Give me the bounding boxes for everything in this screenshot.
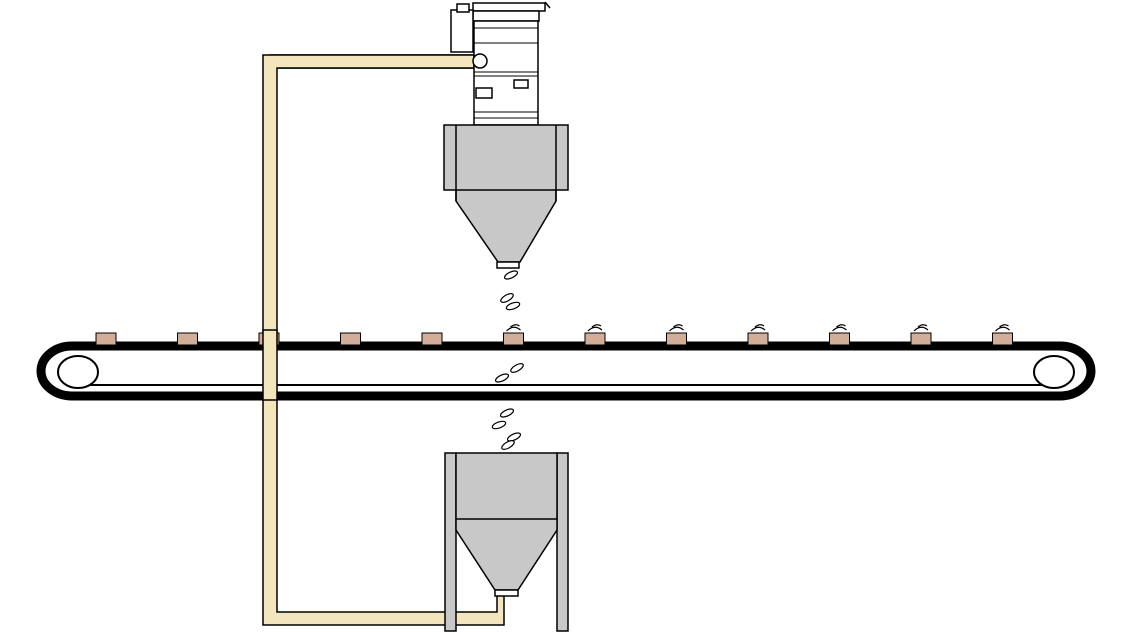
product-pellet-pile [506,324,521,332]
belt-product-item [177,332,198,346]
belt-product-item [95,332,117,346]
falling-pellet [491,420,507,430]
belt-product-item [829,332,850,346]
product-pellet-pile [750,324,766,332]
receiver-port-icon [472,53,488,69]
lower-hopper-leg-right [556,452,569,632]
conveyor-pulley-left [57,355,99,389]
belt-product-item [747,332,769,346]
belt-product-item [992,332,1013,346]
falling-pellets [491,270,524,450]
falling-pellet [500,293,514,303]
belt-product-item [340,332,361,346]
falling-pellet [494,373,510,383]
upper-hopper [443,124,569,269]
vacuum-receiver [450,1,551,126]
falling-pellet [505,301,521,311]
product-pellet-pile [832,324,847,332]
belt-product-item [421,332,443,346]
lower-hopper-outlet [494,589,519,597]
belt-product-item [910,332,932,346]
lower-hopper-leg-left [444,452,457,632]
belt-product-item [666,332,687,346]
conveying-line-vertical-run [262,329,278,401]
product-pellet-pile [913,324,929,332]
falling-pellet [503,270,519,280]
product-pellet-pile [669,324,684,332]
falling-pellet [499,408,515,418]
falling-pellet [510,363,524,373]
belt-product-item [503,332,524,346]
belt-product-item [584,332,606,346]
upper-hopper-outlet [496,261,520,269]
falling-pellet [506,432,522,442]
product-pellet-pile [995,324,1010,332]
product-pellet-pile [587,324,603,332]
belt-conveyor [36,324,1096,401]
conveyor-pulley-right [1033,355,1075,389]
conveyor-belt [36,341,1096,401]
lower-hopper [444,452,569,632]
falling-pellet [501,440,515,450]
motor-housing [450,9,474,53]
